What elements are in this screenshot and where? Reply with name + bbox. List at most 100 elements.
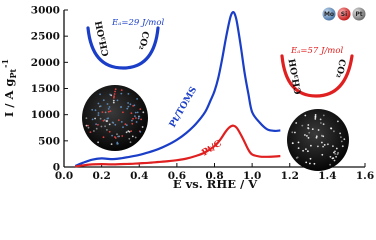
particle-dot: [302, 149, 304, 152]
particle-dot: [114, 136, 116, 138]
particle-dot: [335, 147, 338, 150]
y-tick-label: 2500: [31, 31, 60, 43]
series-label-pt-c: Pt/C: [200, 139, 223, 159]
particle-dot: [114, 90, 116, 93]
particle-dot: [107, 110, 110, 113]
particle-dot: [315, 135, 318, 138]
x-tick-label: 1.0: [243, 170, 261, 182]
particle-dot: [327, 143, 329, 146]
particle-dot: [291, 142, 294, 145]
ea-left-label: Eₐ=29 J/mol: [111, 18, 164, 28]
particle-dot: [317, 129, 320, 131]
particle-dot: [100, 125, 103, 128]
particle-dot: [94, 109, 97, 112]
ea-right-label: Eₐ=57 J/mol: [290, 46, 343, 56]
series-line-pt-toms: [74, 10, 281, 167]
particle-dot: [127, 130, 130, 133]
particle-dot: [91, 118, 94, 121]
particle-dot: [333, 130, 335, 133]
particle-dot: [85, 124, 88, 127]
particle-dot: [297, 141, 300, 144]
particle-dot: [133, 104, 136, 107]
particle-dot: [132, 117, 134, 120]
particle-dot: [314, 114, 317, 116]
particle-dot: [322, 123, 325, 126]
particle-dot: [134, 136, 137, 139]
particle-dot: [294, 131, 296, 134]
particle-dot: [307, 127, 309, 129]
particle-dot: [101, 111, 104, 113]
particle-dot: [120, 106, 122, 108]
particle-dot: [321, 141, 323, 144]
y-tick-label: 3000: [31, 5, 60, 17]
legend-pt-ball: [352, 7, 366, 21]
particle-dot: [128, 137, 131, 140]
particle-dot: [329, 163, 331, 166]
particle-dot: [109, 110, 112, 112]
particle-dot: [130, 112, 133, 115]
particle-dot: [94, 117, 96, 120]
particle-dot: [104, 125, 106, 128]
particle-dot: [131, 119, 133, 122]
particle-dot: [322, 114, 325, 117]
particle-dot: [139, 108, 142, 110]
particle-dot: [111, 134, 113, 137]
particle-dot: [117, 119, 120, 121]
particle-dot: [330, 127, 332, 130]
particle-dot: [309, 162, 311, 165]
legend-mo-label: Mo: [324, 11, 334, 18]
particle-dot: [97, 114, 100, 116]
particle-dot: [120, 89, 123, 91]
particle-dot: [85, 117, 88, 120]
particle-dot: [321, 135, 323, 137]
particle-dot: [107, 108, 110, 110]
particle-dot: [135, 121, 138, 123]
particle-dot: [113, 96, 115, 99]
particle-dot: [308, 131, 311, 134]
y-axis-title: I / A gPt-1: [0, 59, 18, 117]
particle-dot: [120, 121, 123, 123]
particle-dot: [102, 119, 105, 122]
particle-dot: [315, 136, 318, 139]
particle-dot: [335, 155, 337, 158]
particle-dot: [304, 114, 307, 117]
particle-dot: [136, 98, 139, 100]
particle-dot: [111, 121, 114, 124]
particle-dot: [319, 118, 322, 121]
particle-dot: [141, 126, 144, 128]
particle-dot: [307, 150, 309, 153]
y-tick-label: 0: [53, 162, 60, 174]
particle-dot: [125, 131, 128, 134]
particle-dot: [126, 107, 129, 110]
legend-mo-ball: [322, 7, 336, 21]
particle-dot: [108, 123, 111, 126]
particle-dot: [329, 155, 332, 158]
svg-text:I / A gPt-1: I / A gPt-1: [0, 59, 18, 117]
particle-dot: [305, 161, 308, 164]
particle-dot: [116, 133, 118, 136]
catalyst-sphere-right: [287, 109, 349, 171]
x-tick-label: 0.4: [130, 170, 148, 182]
particle-dot: [307, 137, 310, 139]
particle-dot: [341, 145, 344, 148]
particle-dot: [106, 117, 109, 120]
particle-dot: [116, 142, 119, 145]
y-axis-title-sup: -1: [0, 59, 10, 68]
y-tick-label: 500: [38, 135, 60, 147]
particle-dot: [314, 115, 317, 118]
particle-dot: [139, 131, 142, 133]
particle-dot: [138, 115, 141, 118]
particle-dot: [322, 145, 324, 148]
legend-pt-label: Pt: [355, 11, 362, 18]
particle-dot: [114, 123, 117, 126]
particle-dot: [314, 118, 317, 120]
particle-dot: [295, 122, 298, 124]
catalyst-sphere-left: [82, 85, 148, 151]
particle-dot: [114, 88, 117, 91]
particle-dot: [117, 135, 119, 138]
particle-dot: [140, 118, 143, 121]
particle-dot: [91, 108, 94, 111]
particle-dot: [134, 111, 137, 114]
particle-dot: [87, 124, 89, 127]
